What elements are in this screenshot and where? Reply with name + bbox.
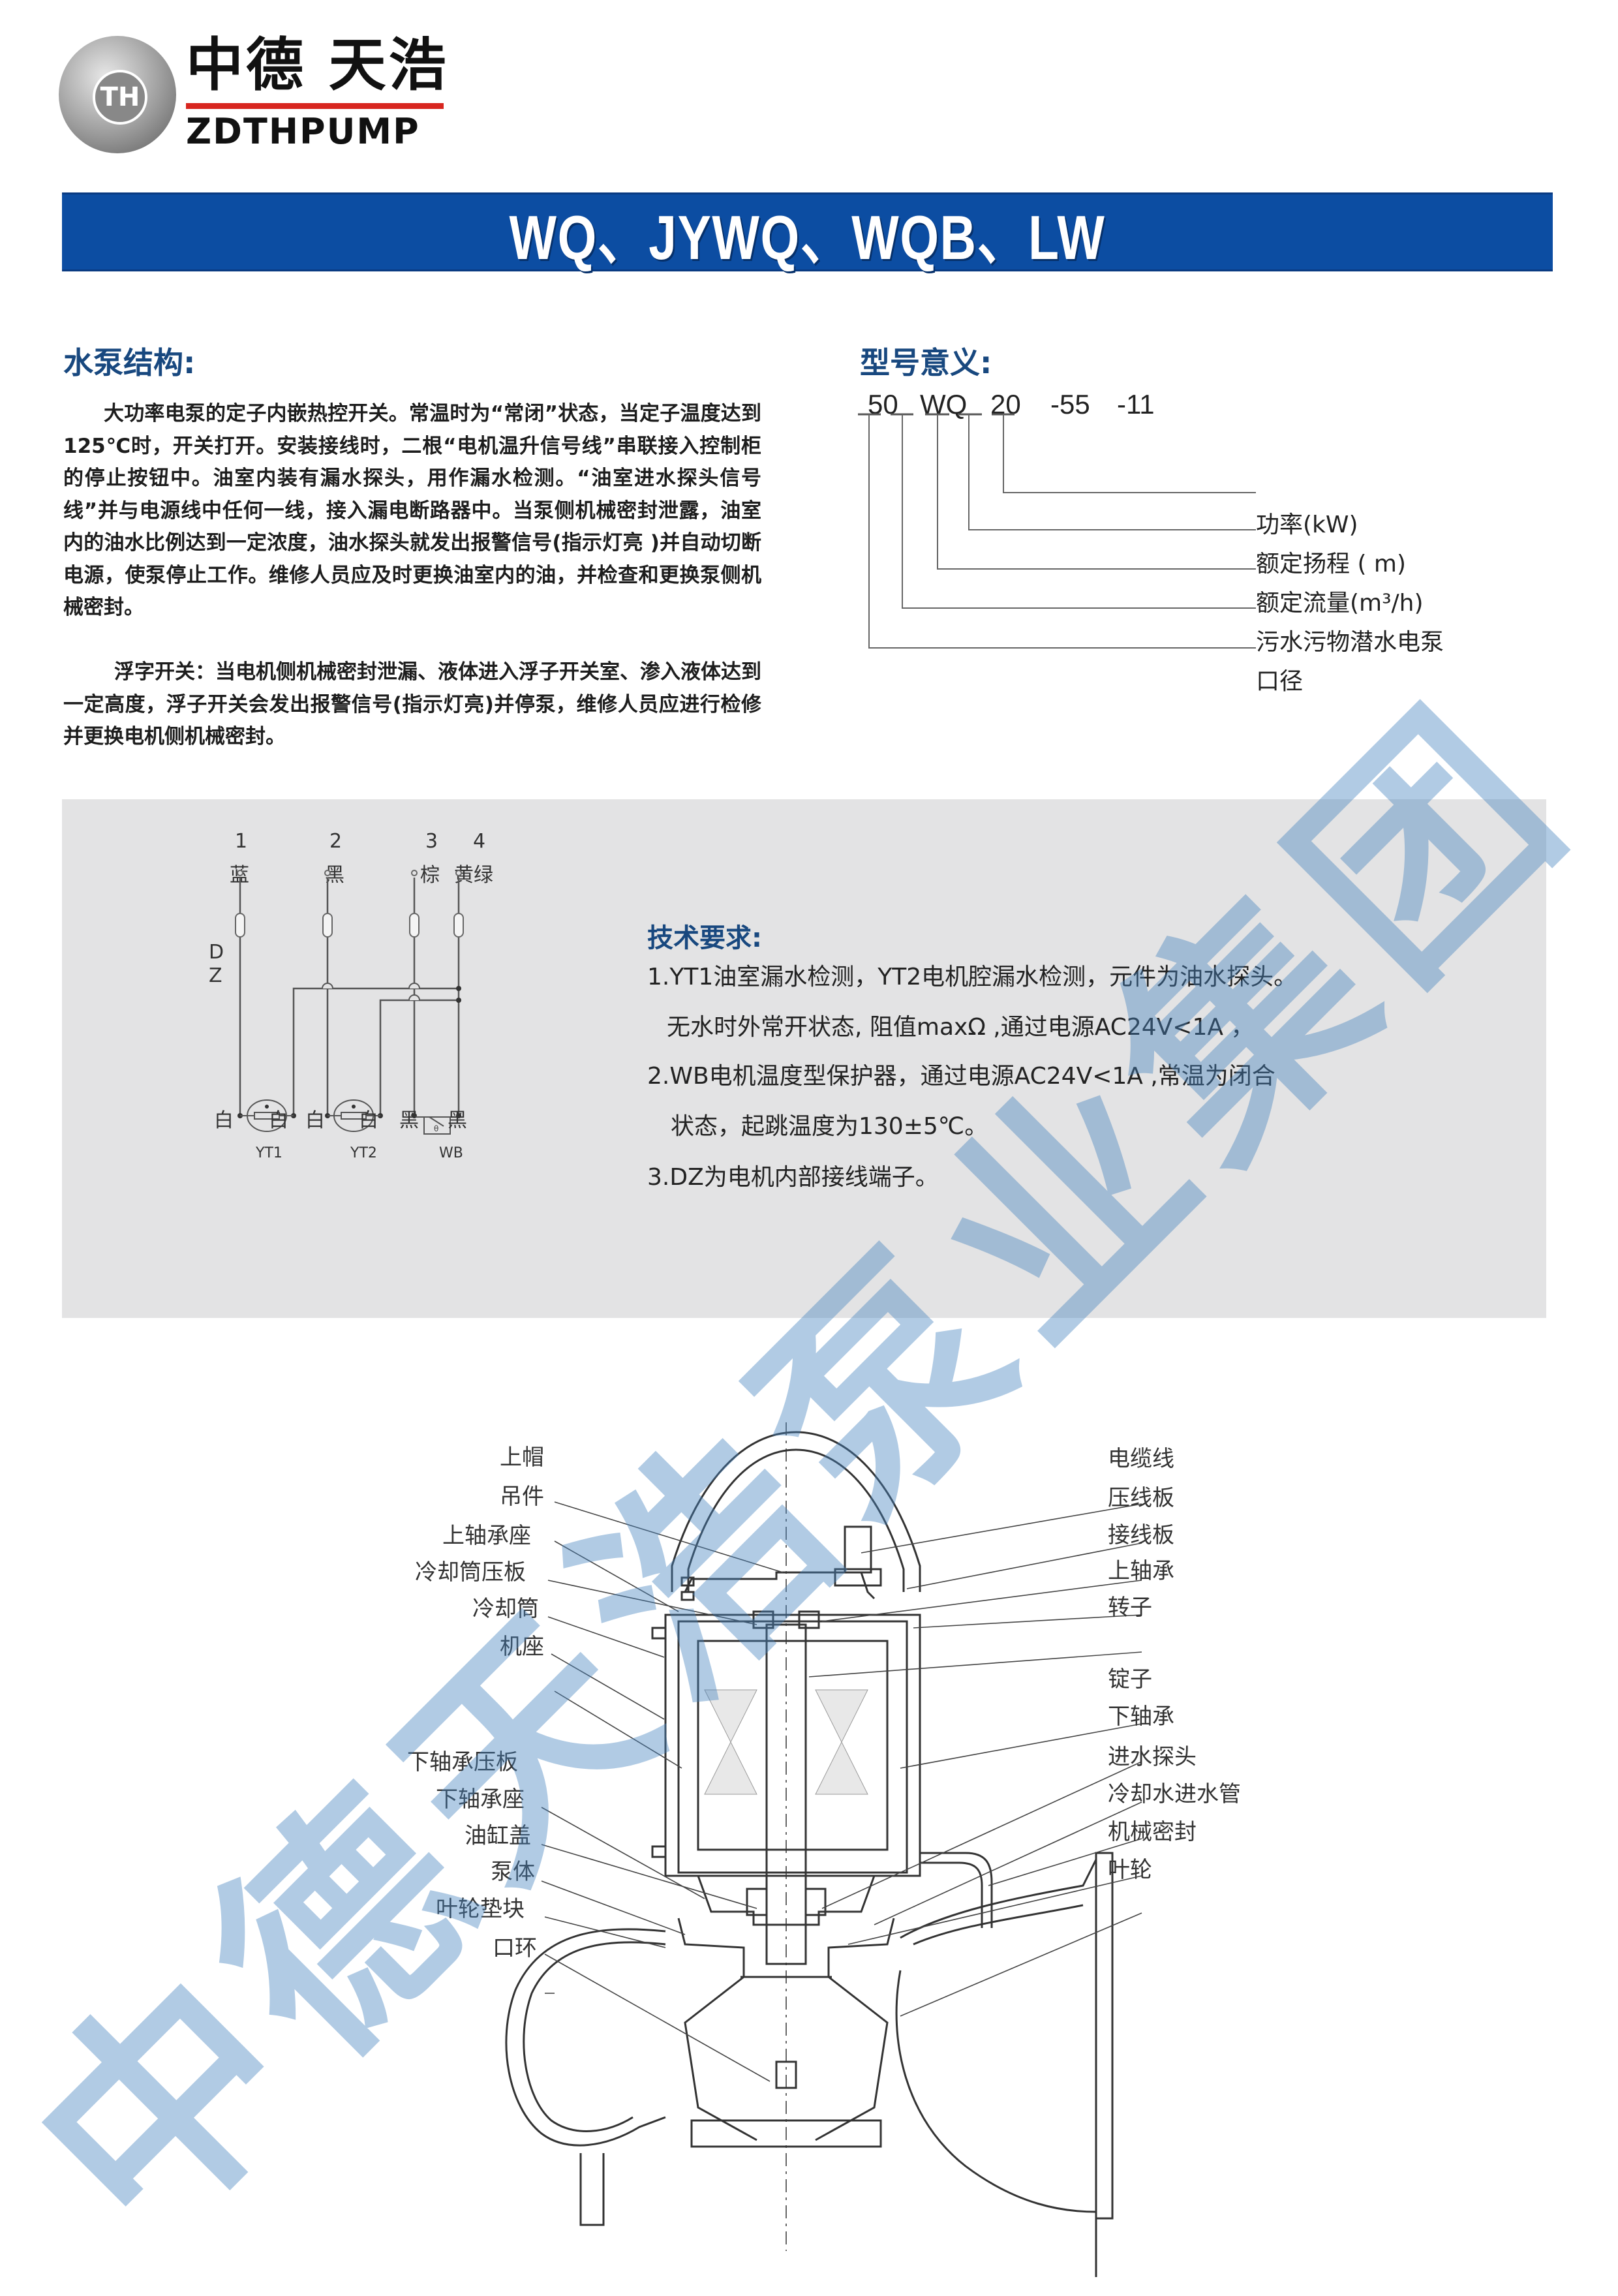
part-label-oil-cylinder-cover: 油缸盖	[465, 1823, 531, 1849]
tech-line-2: 无水时外常开状态, 阻值maxΩ ,通过电源AC24V<1A ，	[667, 1014, 1255, 1041]
part-label-cooling-jacket-plate: 冷却筒压板	[415, 1559, 526, 1585]
terminal-3-number: 3	[425, 830, 438, 853]
logo-divider	[186, 103, 444, 109]
tech-line-4: 状态，起跳温度为130±5℃。	[671, 1113, 988, 1140]
logo-monogram: TH	[93, 70, 147, 125]
model-label-flow: 额定流量(m³/h)	[1256, 590, 1424, 617]
model-label-pump-type: 污水污物潜水电泵	[1256, 629, 1444, 656]
model-label-power: 功率(kW)	[1256, 512, 1358, 538]
dz-label-d: D	[209, 941, 224, 964]
yt1-symbol	[240, 1099, 294, 1132]
part-label-upper-bearing-seat: 上轴承座	[442, 1523, 531, 1549]
part-label-upper-bearing: 上轴承	[1108, 1558, 1174, 1584]
wire-color-2: 白	[269, 1109, 288, 1132]
part-label-lower-bearing: 下轴承	[1108, 1704, 1174, 1730]
part-label-cable-clamp: 压线板	[1108, 1485, 1174, 1511]
part-label-impeller: 叶轮	[1108, 1857, 1152, 1883]
part-label-terminal-board: 接线板	[1108, 1522, 1174, 1548]
part-label-rotor: 转子	[1108, 1595, 1152, 1621]
tech-line-3: 2.WB电机温度型保护器，通过电源AC24V<1A ,常温为闭合	[647, 1063, 1275, 1090]
wire-color-4: 白	[359, 1109, 378, 1132]
model-code-connector-lines	[858, 413, 1256, 649]
terminal-4-number: 4	[473, 830, 486, 853]
terminal-2-number: 2	[329, 830, 343, 853]
tech-line-5: 3.DZ为电机内部接线端子。	[647, 1164, 939, 1191]
wiring-diagram: θ	[235, 870, 464, 1135]
wire-color-5: 黑	[399, 1109, 419, 1132]
part-label-mechanical-seal: 机械密封	[1108, 1819, 1197, 1845]
banner-title: WQ、JYWQ、WQB、LW	[509, 203, 1106, 273]
model-label-diameter: 口径	[1256, 668, 1304, 695]
structure-paragraph-1: 大功率电泵的定子内嵌热控开关。常温时为“常闭”状态，当定子温度达到125℃时，开…	[63, 402, 761, 619]
wb-theta: θ	[434, 1124, 438, 1133]
company-logo-mark: TH	[59, 36, 176, 153]
pump-cross-section-diagram	[505, 1422, 1142, 2277]
model-meaning-heading: 型号意义:	[860, 345, 992, 380]
part-label-top-cap: 上帽	[500, 1445, 544, 1471]
part-label-stator: 锭子	[1108, 1666, 1152, 1692]
wire-color-1: 白	[214, 1109, 234, 1132]
wiring-panel	[62, 799, 1546, 1318]
part-label-cooling-water-inlet: 冷却水进水管	[1108, 1781, 1241, 1807]
model-label-head: 额定扬程 ( m)	[1256, 551, 1407, 577]
yt2-symbol	[328, 1099, 380, 1132]
component-wb-label: WB	[439, 1145, 463, 1161]
tech-line-1: 1.YT1油室漏水检测，YT2电机腔漏水检测，元件为油水探头。	[647, 964, 1298, 990]
terminal-1-number: 1	[235, 830, 248, 853]
structure-heading: 水泵结构:	[63, 345, 196, 380]
part-label-cooling-jacket: 冷却筒	[472, 1596, 539, 1622]
part-label-pump-body: 泵体	[491, 1859, 535, 1885]
model-code-part-5: -11	[1117, 389, 1155, 420]
terminal-3-color: 棕	[420, 864, 440, 887]
company-name-en: ZDTHPUMP	[186, 111, 420, 152]
part-label-lifting-piece: 吊件	[500, 1484, 544, 1510]
part-label-water-probe: 进水探头	[1108, 1744, 1197, 1770]
wire-color-6: 黑	[448, 1109, 467, 1132]
part-label-lower-bearing-seat: 下轴承座	[436, 1786, 525, 1813]
part-label-cable: 电缆线	[1108, 1446, 1174, 1472]
part-label-wear-ring: 口环	[493, 1935, 537, 1961]
wire-color-3: 白	[305, 1109, 325, 1132]
model-code-part-4: -55	[1050, 389, 1090, 420]
part-label-lower-bearing-plate: 下轴承压板	[407, 1749, 518, 1775]
structure-paragraph-2: 浮字开关：当电机侧机械密封泄漏、液体进入浮子开关室、渗入液体达到一定高度，浮子开…	[63, 660, 761, 748]
dz-label-z: Z	[209, 964, 222, 987]
part-label-impeller-pad: 叶轮垫块	[436, 1896, 525, 1922]
component-yt1-label: YT1	[256, 1145, 282, 1161]
title-banner: WQ、JYWQ、WQB、LW	[62, 192, 1553, 273]
wb-symbol	[414, 1116, 459, 1135]
company-name-cn: 中德 天浩	[186, 31, 449, 99]
tech-requirements-heading: 技术要求:	[647, 923, 762, 953]
part-label-motor-base: 机座	[500, 1634, 544, 1660]
component-yt2-label: YT2	[350, 1145, 377, 1161]
